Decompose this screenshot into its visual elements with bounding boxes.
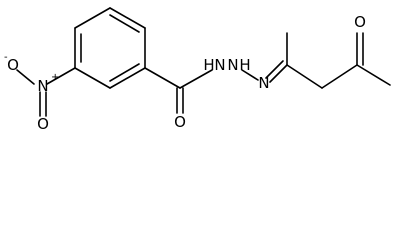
molecule-structure: O - N + O O H N N H N O bbox=[4, 7, 391, 132]
nitro-nitrogen-label: N bbox=[37, 77, 48, 95]
ketone-oxygen-label: O bbox=[354, 13, 366, 31]
imine-nitrogen-label: N bbox=[258, 74, 269, 92]
atom-labels: O - N + O O H N N H N O bbox=[4, 13, 366, 132]
nitro-group bbox=[16, 67, 76, 117]
hydrazine-nh-h-label: H bbox=[239, 56, 250, 74]
amide-oxygen-label: O bbox=[174, 113, 186, 131]
nitro-oxygen-charge: - bbox=[4, 52, 8, 63]
nitro-nitrogen-charge: + bbox=[51, 72, 59, 83]
nitro-oxygen-minus-label: O bbox=[7, 56, 19, 74]
side-chain bbox=[144, 32, 391, 114]
amide-nh-n-label: N bbox=[214, 56, 225, 74]
hydrazine-nh-n-label: N bbox=[227, 56, 238, 74]
nitro-oxygen-label: O bbox=[37, 115, 49, 132]
amide-nh-h-label: H bbox=[203, 56, 214, 74]
benzene-ring bbox=[74, 7, 146, 89]
